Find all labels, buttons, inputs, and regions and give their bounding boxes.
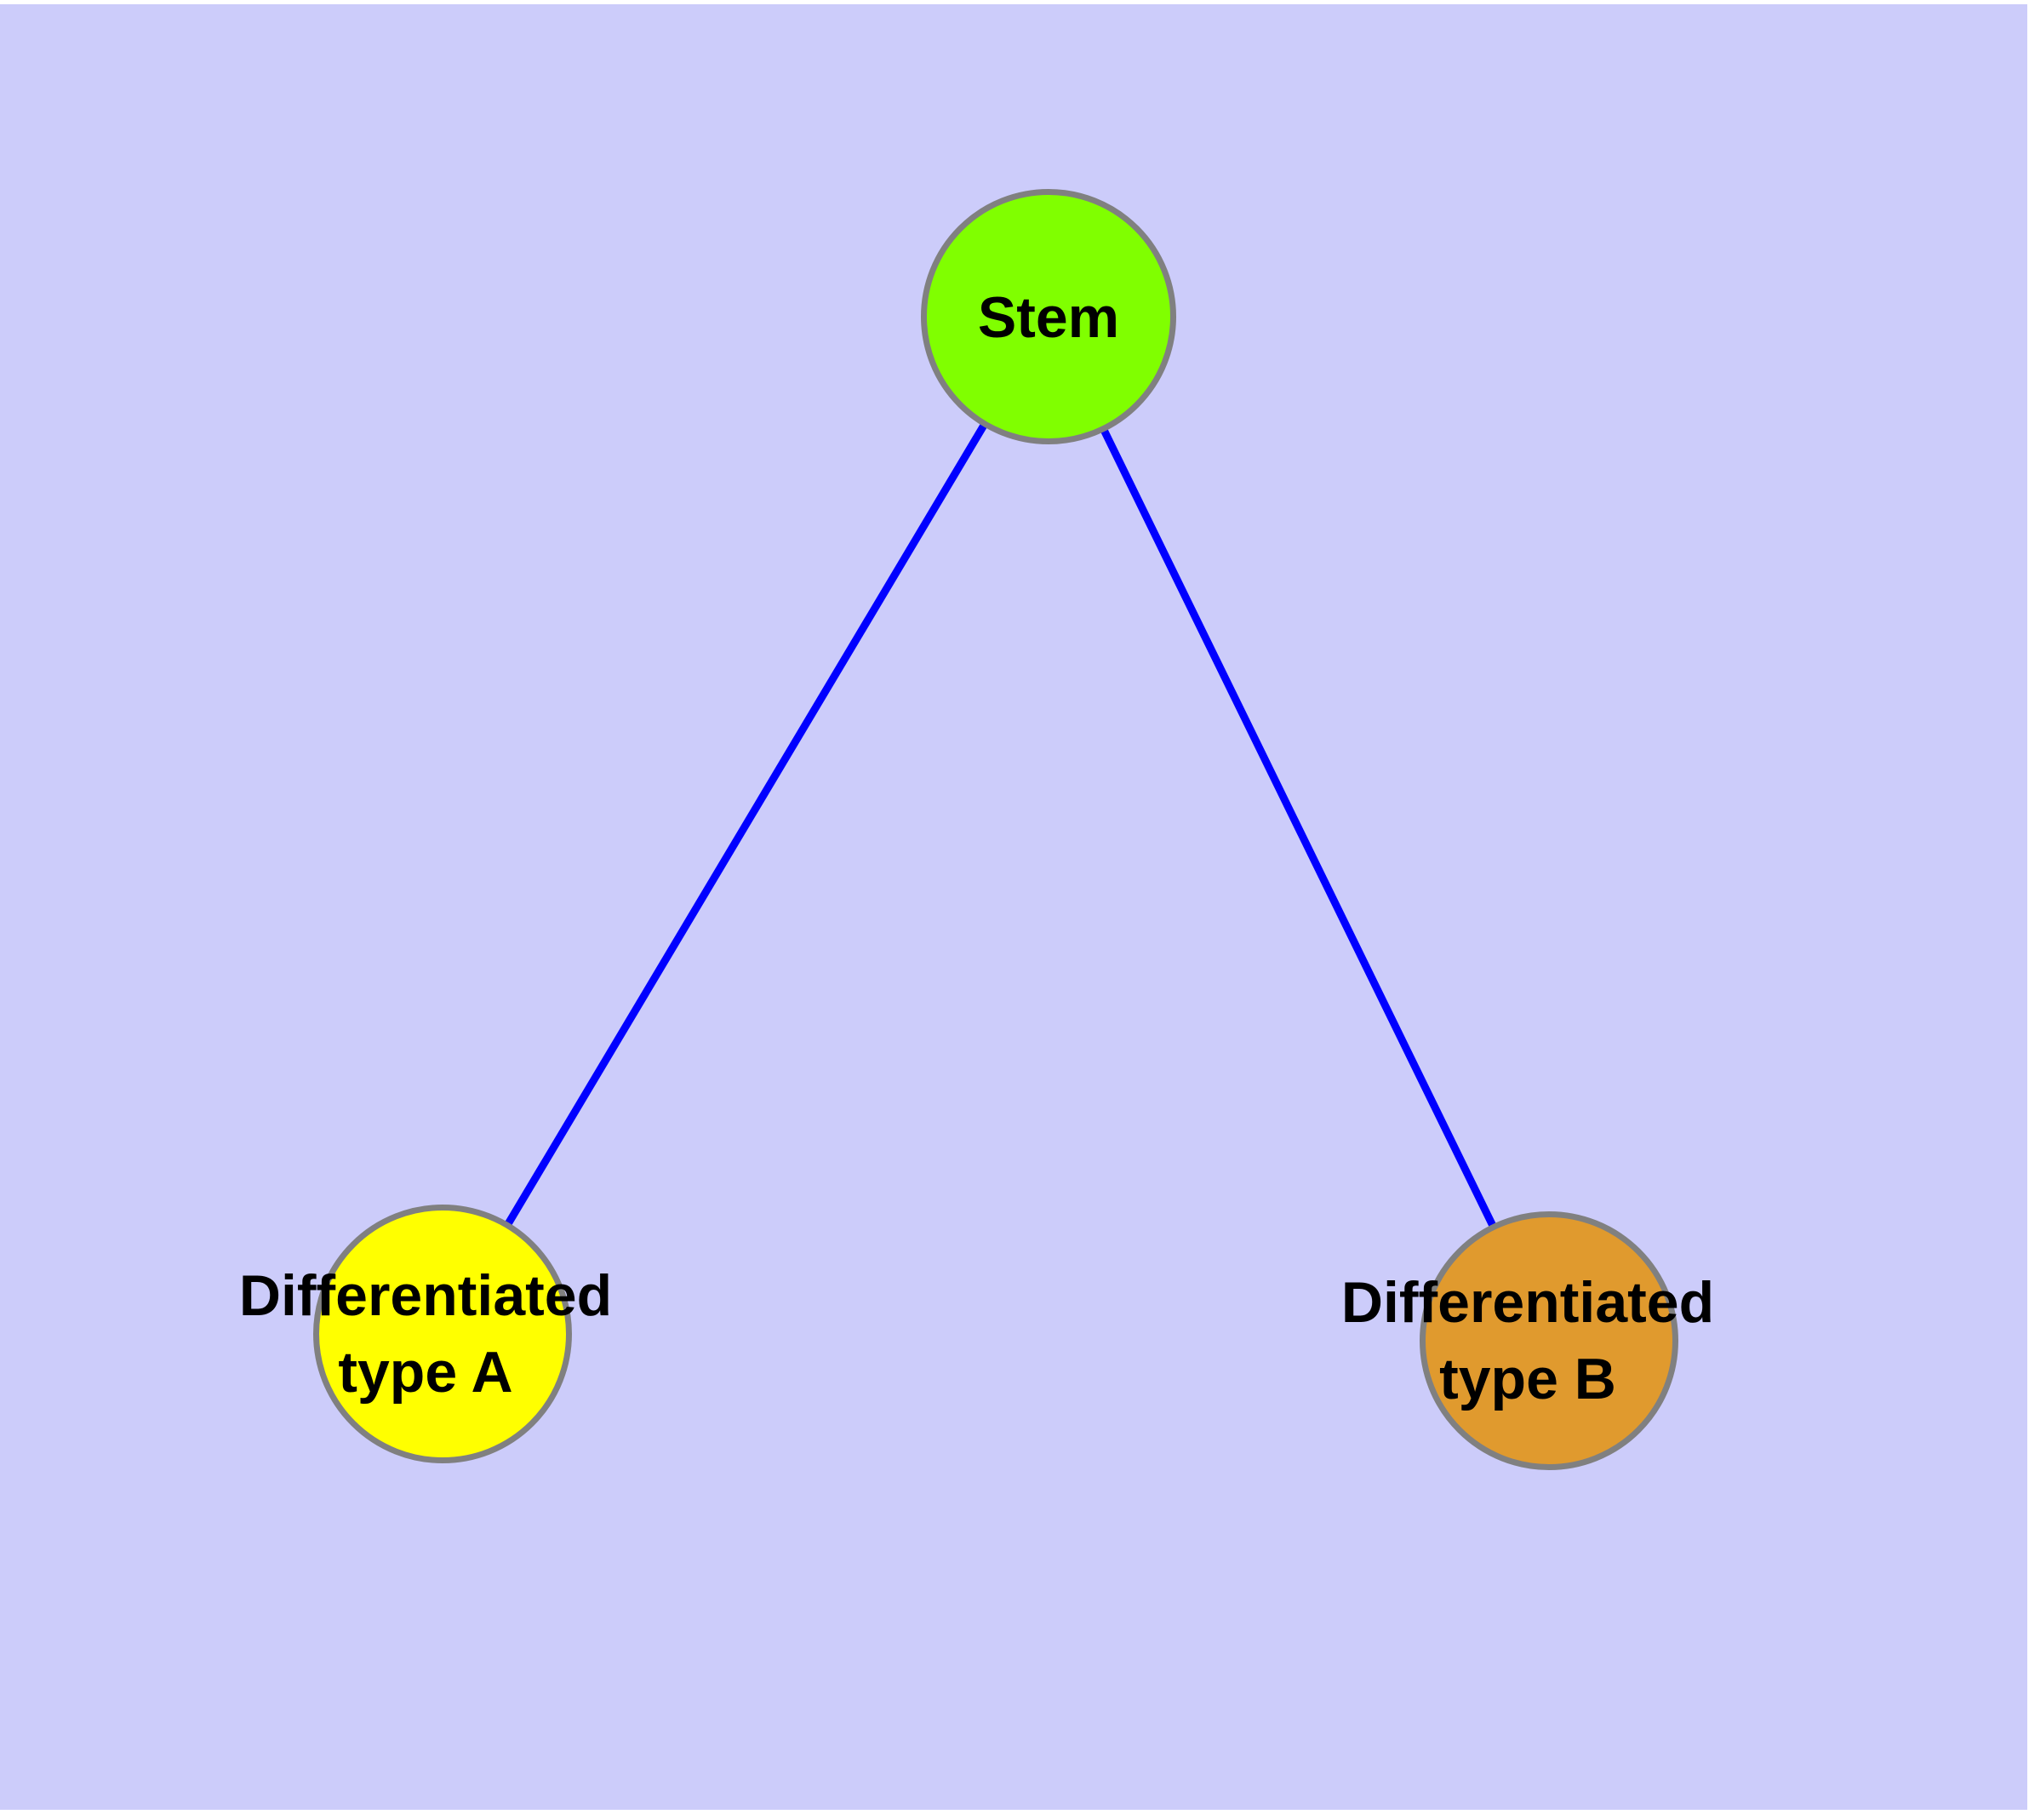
- labels-layer: Stem Differentiated type A Differentiate…: [239, 285, 1714, 1411]
- node-stem[interactable]: [921, 189, 1176, 444]
- node-label-differentiated-type-a-line2: type A: [338, 1340, 512, 1405]
- edge-stem-to-differentiated-type-a[interactable]: [439, 314, 1052, 1336]
- node-label-differentiated-type-b-line1: Differentiated: [1341, 1270, 1714, 1335]
- edge-stem-to-differentiated-type-b[interactable]: [1044, 315, 1553, 1342]
- node-differentiated-type-a[interactable]: [313, 1205, 572, 1463]
- node-differentiated-type-b[interactable]: [1420, 1211, 1678, 1470]
- node-label-differentiated-type-b-line2: type B: [1439, 1347, 1616, 1411]
- node-label-differentiated-type-a-line1: Differentiated: [239, 1263, 612, 1328]
- node-label-stem: Stem: [978, 285, 1119, 350]
- edges-layer: [439, 314, 1553, 1342]
- nodes-layer: [313, 189, 1678, 1470]
